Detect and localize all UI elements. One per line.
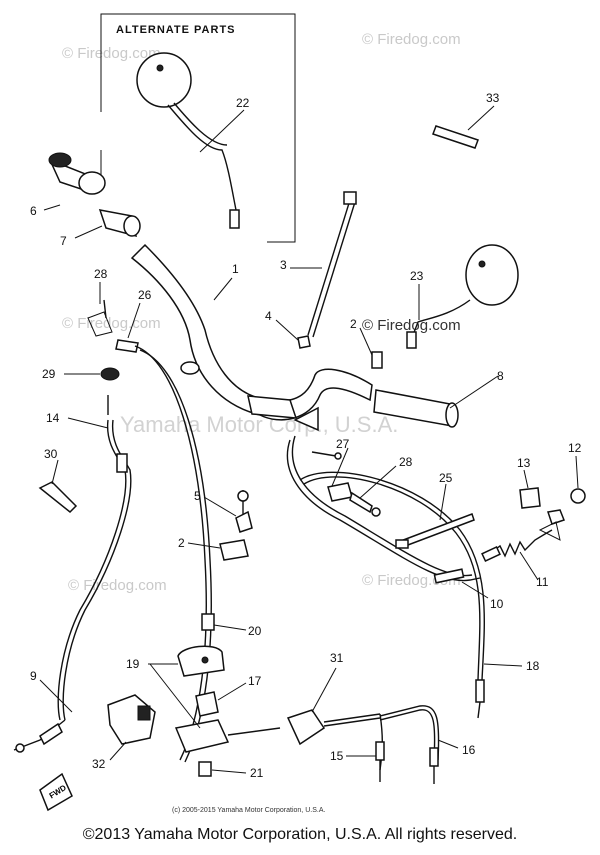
callout-16: 16 (462, 743, 476, 757)
callout-33: 33 (486, 91, 500, 105)
firedog-watermark-center: © Firedog.com (362, 317, 461, 334)
callout-19: 19 (126, 657, 140, 671)
firedog-watermark: © Firedog.com (362, 31, 461, 48)
small-copyright: (c) 2005-2015 Yamaha Motor Corporation, … (172, 807, 325, 814)
footer-copyright: ©2013 Yamaha Motor Corporation, U.S.A. A… (82, 826, 518, 843)
spring-part-11 (481, 529, 553, 563)
screw-part-20 (201, 613, 215, 631)
rod-part-3 (307, 191, 357, 338)
callout-5: 5 (194, 489, 201, 503)
callout-4: 4 (265, 309, 272, 323)
firedog-watermark: © Firedog.com (62, 45, 161, 62)
leader-lines (39, 105, 579, 774)
part-13 (519, 487, 541, 509)
strip-part-33 (432, 125, 479, 149)
alternate-parts-title: ALTERNATE PARTS (116, 24, 236, 36)
callout-7: 7 (60, 234, 67, 248)
cable-part-14 (57, 395, 132, 721)
callout-1: 1 (232, 262, 239, 276)
yamaha-watermark: Yamaha Motor Corp., U.S.A. (120, 412, 398, 437)
callout-2-upper: 2 (350, 317, 357, 331)
callout-6: 6 (30, 204, 37, 218)
callout-32: 32 (92, 757, 106, 771)
cable-part-10 (286, 435, 481, 584)
strap-part-25 (395, 513, 475, 549)
callout-15: 15 (330, 749, 344, 763)
cable-part-9 (13, 719, 66, 753)
grip-part-7 (98, 209, 141, 238)
callout-12: 12 (568, 441, 582, 455)
callout-22: 22 (236, 96, 250, 110)
fwd-arrow: FWD (39, 772, 73, 812)
callout-18: 18 (526, 659, 540, 673)
switch-body-19 (174, 719, 281, 753)
callout-25: 25 (439, 471, 453, 485)
cable-part-15 (375, 713, 385, 782)
part-2-lower (219, 539, 249, 561)
callout-13: 13 (517, 456, 531, 470)
callout-8: 8 (497, 369, 504, 383)
callout-28-left: 28 (94, 267, 108, 281)
callout-17: 17 (248, 674, 262, 688)
callout-10: 10 (490, 597, 504, 611)
callout-31: 31 (330, 651, 344, 665)
callout-29: 29 (42, 367, 56, 381)
cable-part-16 (379, 705, 440, 784)
part-2-upper (371, 351, 383, 369)
clip-part-4 (297, 335, 311, 349)
throttle-part-31 (286, 709, 381, 746)
screw-part-21 (198, 761, 212, 777)
grip-part-8 (373, 389, 459, 428)
callout-numbers: 22 33 6 7 1 3 23 28 26 4 2 8 29 14 30 27… (30, 91, 582, 780)
handlebar-part-1 (130, 243, 373, 432)
callout-14: 14 (46, 411, 60, 425)
grip-part-6 (48, 152, 106, 195)
part-12 (538, 488, 586, 541)
mirror-part-23 (406, 244, 519, 349)
callout-20: 20 (248, 624, 262, 638)
callout-11: 11 (536, 575, 549, 589)
callout-9: 9 (30, 669, 37, 683)
cover-part-19 (177, 645, 225, 677)
switch-part-32 (107, 694, 156, 745)
callout-3: 3 (280, 258, 287, 272)
firedog-watermark: © Firedog.com (68, 577, 167, 594)
part-5 (235, 490, 253, 533)
callout-28-right: 28 (399, 455, 413, 469)
callout-23: 23 (410, 269, 424, 283)
callout-21: 21 (250, 766, 264, 780)
nut-part-29 (100, 367, 120, 381)
part-28-end (371, 507, 381, 517)
callout-27: 27 (336, 437, 350, 451)
part-17 (195, 691, 219, 717)
firedog-watermark: © Firedog.com (62, 315, 161, 332)
watermarks: © Firedog.com © Firedog.com © Firedog.co… (62, 31, 461, 594)
mirror-part-22 (136, 52, 240, 229)
callout-30: 30 (44, 447, 58, 461)
bolt-part-30 (38, 481, 78, 514)
callout-2-lower: 2 (178, 536, 185, 550)
part-28-right (349, 491, 373, 514)
callout-26: 26 (138, 288, 152, 302)
cable-part-18 (299, 471, 485, 719)
